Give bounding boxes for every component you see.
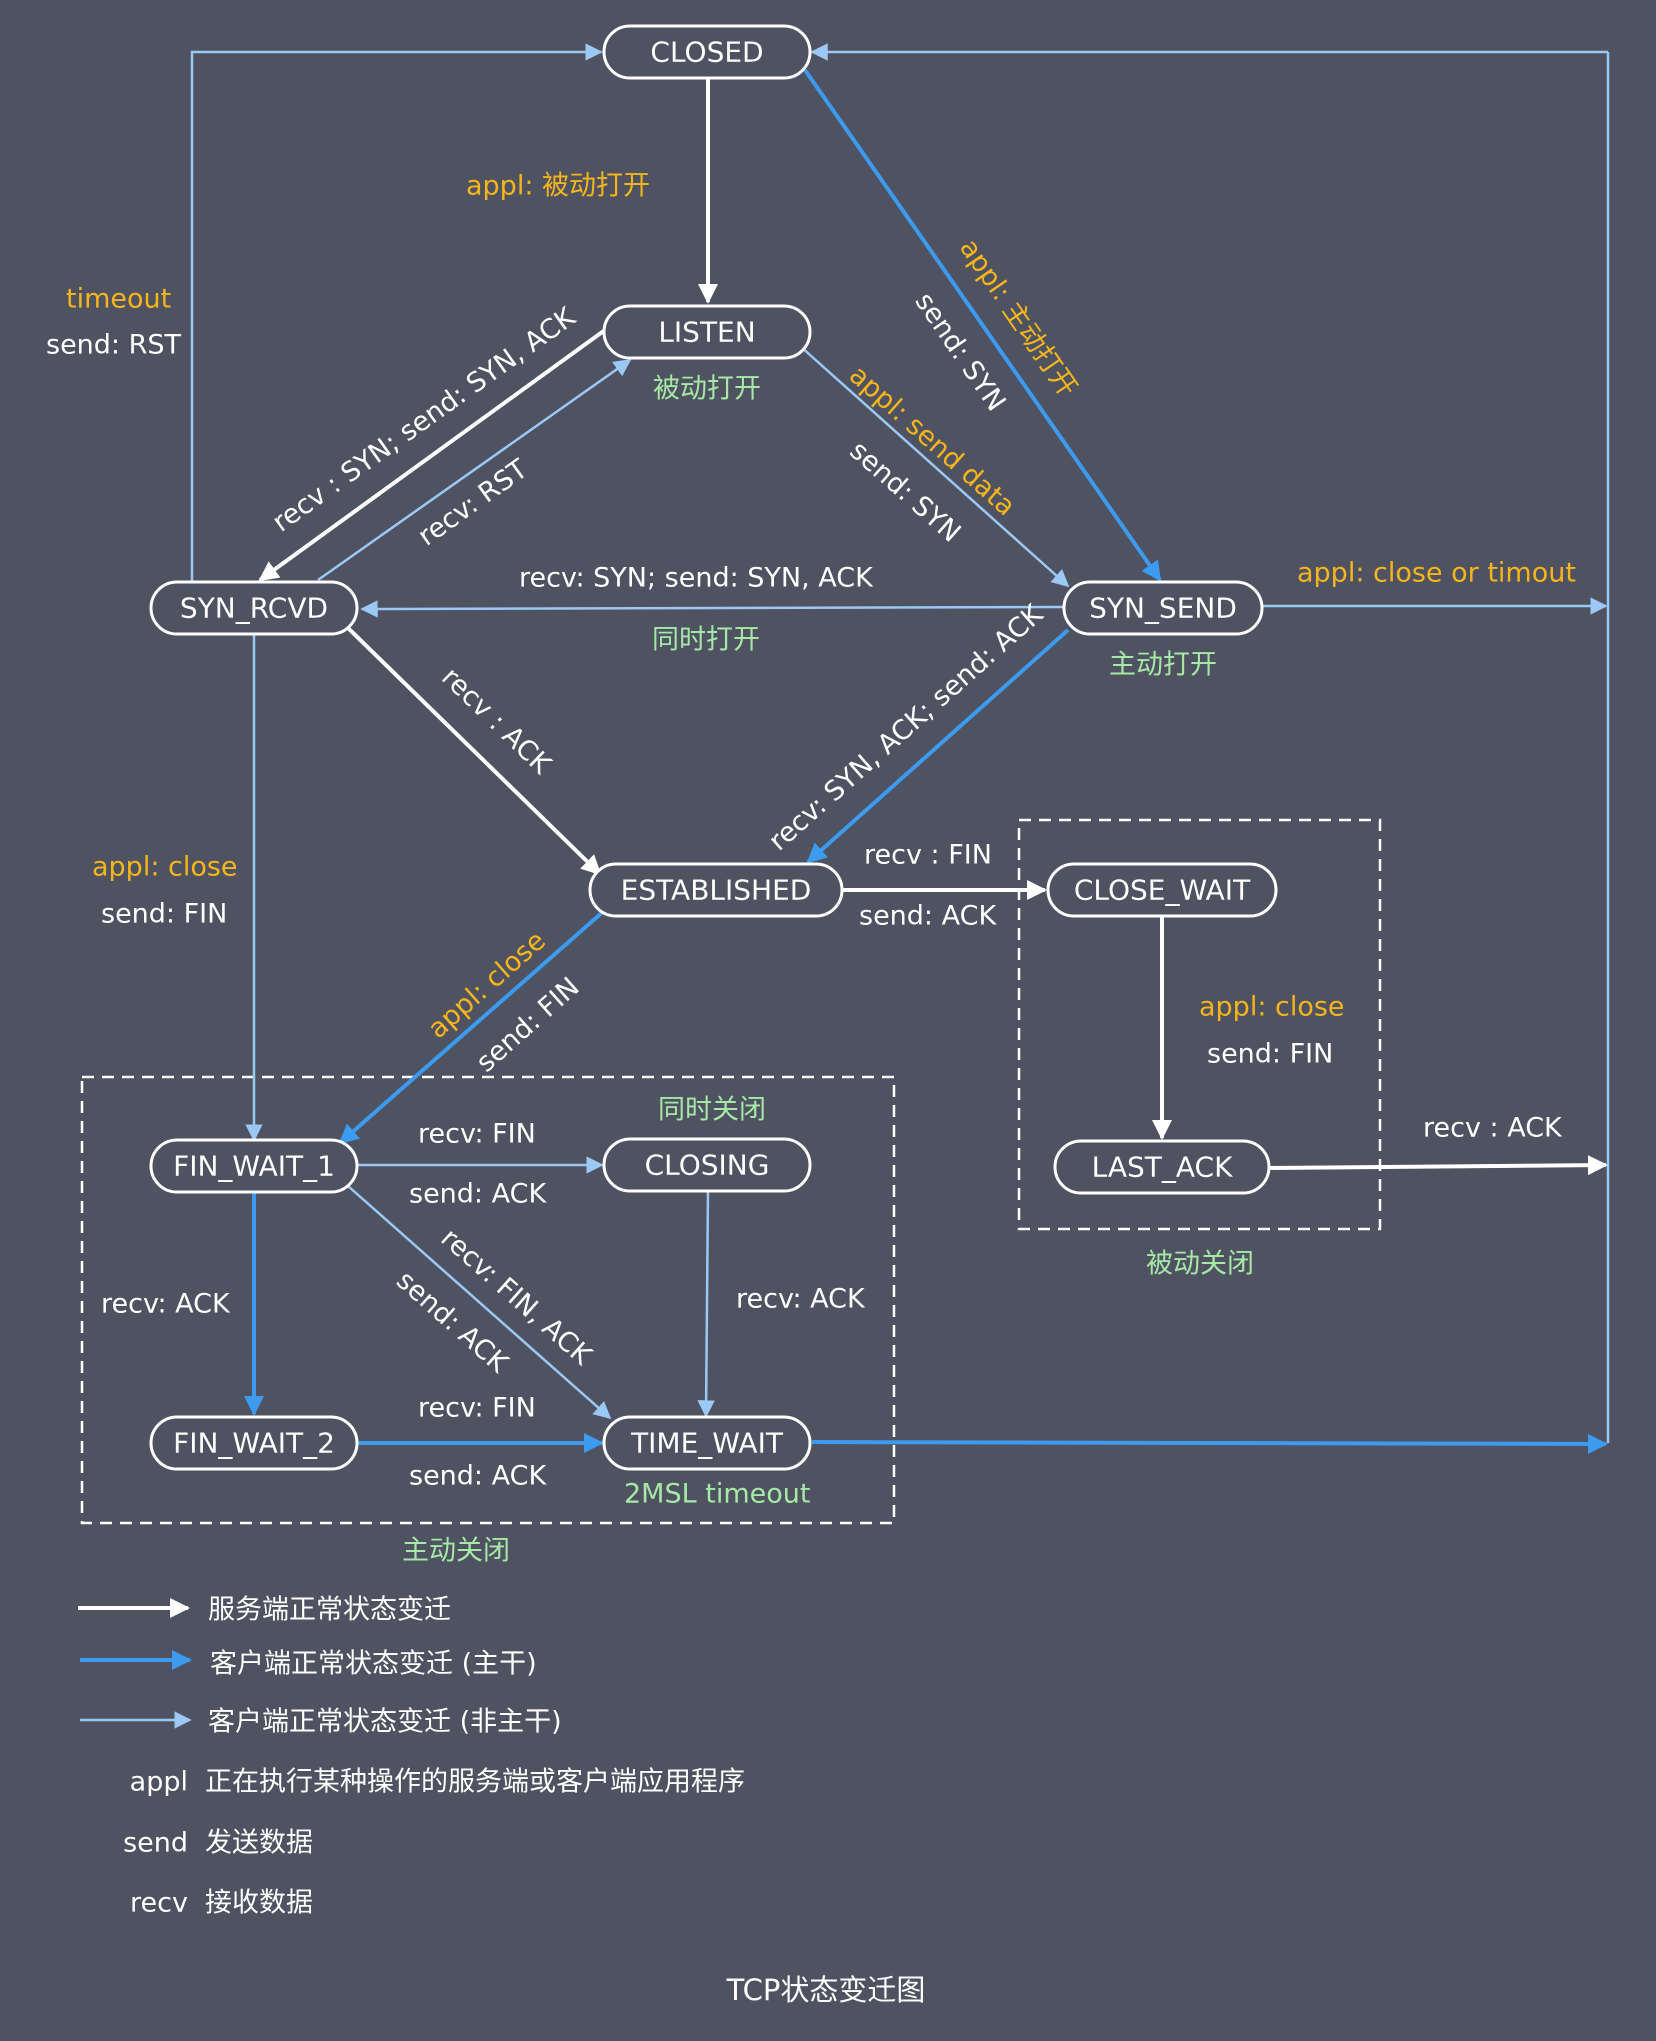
edge-listen-send-data-synsend xyxy=(799,345,1070,588)
label-recv-rst: recv: RST xyxy=(412,453,533,552)
label-synsend-note: 主动打开 xyxy=(1109,650,1217,681)
state-close-wait-label: CLOSE_WAIT xyxy=(1074,874,1251,907)
label-closing-recv-ack: recv: ACK xyxy=(736,1284,866,1315)
legend-text-client-main: 客户端正常状态变迁 (主干) xyxy=(210,1649,537,1680)
client-secondary-transitions xyxy=(190,43,1610,1443)
label-closewait-appl-close: appl: close xyxy=(1199,992,1345,1023)
legend-key-appl: appl xyxy=(130,1767,188,1798)
label-simul-open-note: 同时打开 xyxy=(652,625,760,656)
label-simul-close-note: 同时关闭 xyxy=(658,1095,766,1126)
state-time-wait: TIME_WAIT xyxy=(602,1415,812,1471)
legend-key-send: send xyxy=(123,1828,188,1859)
label-send-rst: send: RST xyxy=(46,330,182,361)
label-active-close-note: 主动关闭 xyxy=(402,1536,510,1567)
edge-synrcvd-ack-established xyxy=(346,626,602,876)
state-closed-label: CLOSED xyxy=(650,36,763,69)
edge-finwait1-finack-timewait xyxy=(347,1185,612,1420)
legend-text-recv: 接收数据 xyxy=(205,1888,313,1919)
state-fin-wait-1: FIN_WAIT_1 xyxy=(149,1138,359,1194)
label-finwait2-recv-fin: recv: FIN xyxy=(418,1393,536,1424)
label-timeout: timeout xyxy=(66,284,171,315)
label-listen-note: 被动打开 xyxy=(653,374,761,405)
legend-text-client-secondary: 客户端正常状态变迁 (非主干) xyxy=(208,1707,562,1738)
diagram-caption: TCP状态变迁图 xyxy=(726,1973,926,2007)
edge-synrcvd-timeout-closed xyxy=(190,43,603,583)
label-close-or-timeout: appl: close or timout xyxy=(1297,558,1576,589)
state-last-ack-label: LAST_ACK xyxy=(1092,1151,1233,1184)
label-finwait1-recv-fin: recv: FIN xyxy=(418,1119,536,1150)
state-syn-rcvd-label: SYN_RCVD xyxy=(180,592,328,625)
label-finwait2-send-ack: send: ACK xyxy=(409,1461,547,1492)
legend-text-server: 服务端正常状态变迁 xyxy=(208,1595,451,1626)
state-close-wait: CLOSE_WAIT xyxy=(1046,862,1278,918)
edge-synsend-simul-open-synrcvd xyxy=(360,600,1066,618)
state-closing: CLOSING xyxy=(602,1137,812,1193)
active-close-box xyxy=(80,1075,896,1525)
state-syn-send: SYN_SEND xyxy=(1062,580,1264,636)
state-syn-rcvd: SYN_RCVD xyxy=(149,580,359,636)
edge-timewait-timeout xyxy=(811,1433,1608,1454)
edge-established-close-finwait1 xyxy=(338,908,607,1145)
label-simul-open-syn: recv: SYN; send: SYN, ACK xyxy=(519,563,874,594)
state-last-ack: LAST_ACK xyxy=(1053,1139,1271,1195)
label-recv-syn-send-synack: recv : SYN; send: SYN, ACK xyxy=(267,301,582,538)
server-transitions xyxy=(258,78,1608,1176)
label-closewait-send-fin: send: FIN xyxy=(1207,1039,1333,1070)
edge-closed-active-open-synsend xyxy=(803,68,1162,582)
label-recv-synack-send-ack: recv: SYN, ACK; send: ACK xyxy=(763,598,1050,857)
label-passive-close-note: 被动关闭 xyxy=(1146,1249,1254,1280)
passive-close-box xyxy=(1017,818,1382,1231)
edge-synsend-synack-established xyxy=(806,628,1070,864)
client-main-transitions xyxy=(244,68,1608,1454)
label-finwait1-recv-ack: recv: ACK xyxy=(101,1289,231,1320)
edge-lastack-ack-closed xyxy=(1265,1155,1608,1176)
label-synrcvd-send-fin: send: FIN xyxy=(101,899,227,930)
state-established: ESTABLISHED xyxy=(588,862,844,918)
state-fin-wait-1-label: FIN_WAIT_1 xyxy=(173,1150,335,1183)
state-fin-wait-2-label: FIN_WAIT_2 xyxy=(173,1427,335,1460)
label-finwait1-send-ack: send: ACK xyxy=(409,1179,547,1210)
state-listen: LISTEN xyxy=(602,304,812,360)
edge-synrcvd-rst-listen xyxy=(317,358,632,582)
state-fin-wait-2: FIN_WAIT_2 xyxy=(149,1415,359,1471)
edge-closing-timewait xyxy=(697,1189,715,1418)
label-recv-ack-established: recv : ACK xyxy=(435,662,557,782)
legend-text-appl: 正在执行某种操作的服务端或客户端应用程序 xyxy=(205,1767,745,1798)
legend-key-recv: recv xyxy=(130,1888,188,1919)
state-time-wait-label: TIME_WAIT xyxy=(630,1427,784,1460)
state-established-label: ESTABLISHED xyxy=(621,874,812,907)
legend: 服务端正常状态变迁 客户端正常状态变迁 (主干) 客户端正常状态变迁 (非主干)… xyxy=(78,1595,745,1919)
state-closing-label: CLOSING xyxy=(645,1149,770,1182)
state-closed: CLOSED xyxy=(602,24,812,80)
label-recv-fin-est: recv : FIN xyxy=(864,840,992,871)
label-appl-passive-open: appl: 被动打开 xyxy=(466,171,650,202)
edge-listen-syn-synrcvd xyxy=(258,328,607,582)
label-finwait1-recv-finack: recv: FIN, ACK xyxy=(435,1223,598,1373)
state-listen-label: LISTEN xyxy=(658,316,755,349)
state-syn-send-label: SYN_SEND xyxy=(1089,592,1237,625)
label-2msl-timeout: 2MSL timeout xyxy=(624,1479,810,1510)
label-send-ack-est: send: ACK xyxy=(859,901,997,932)
label-synrcvd-appl-close: appl: close xyxy=(92,852,238,883)
legend-text-send: 发送数据 xyxy=(205,1828,313,1859)
label-lastack-recv-ack: recv : ACK xyxy=(1423,1113,1563,1144)
